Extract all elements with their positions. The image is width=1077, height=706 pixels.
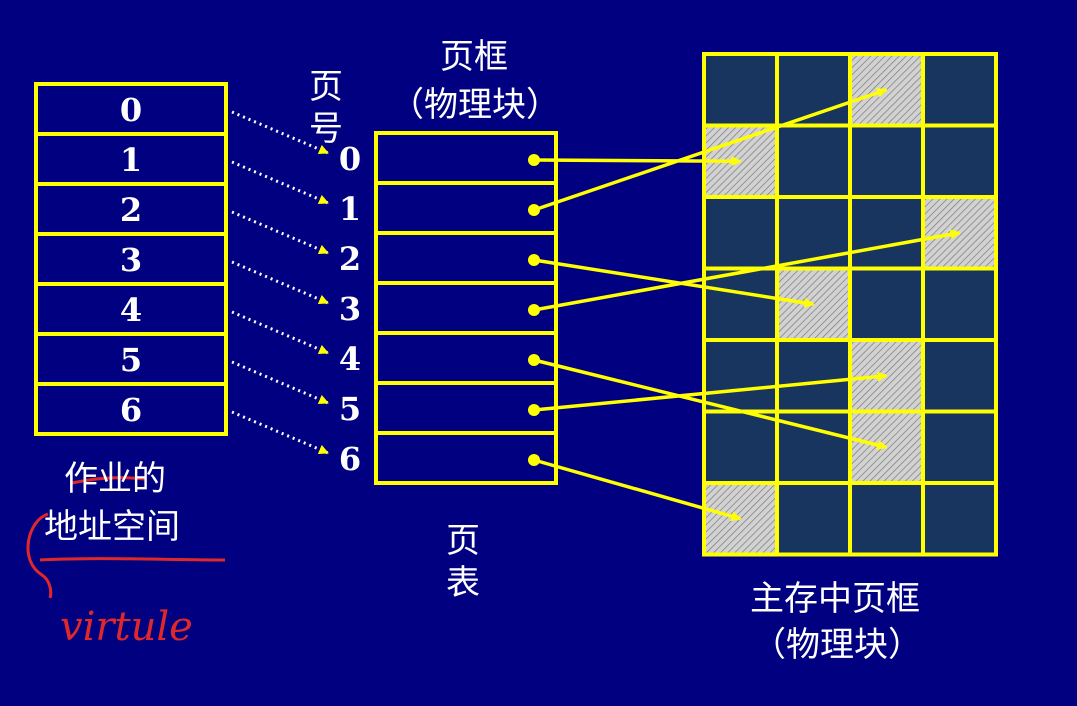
page-table-index: 2 [339, 240, 361, 278]
bracket-stroke [26, 512, 53, 599]
memory-frame-free [921, 123, 998, 199]
frame-pointer-arrow [533, 87, 888, 212]
memory-frame-free [921, 481, 998, 557]
memory-frame-free [848, 266, 925, 342]
memory-frame-free [702, 338, 779, 414]
memory-frame-free [848, 195, 925, 271]
frame-mapping-arrows [533, 87, 961, 522]
page-number-arrow [231, 410, 329, 455]
memory-label-line2: （物理块） [752, 625, 922, 665]
page-number-arrow [231, 210, 329, 255]
memory-frame-free [921, 52, 998, 128]
page-table-index: 1 [339, 190, 361, 228]
job-page-number: 1 [120, 141, 142, 179]
job-page-number: 3 [120, 241, 142, 279]
page-table-index: 3 [339, 290, 361, 328]
frame-label-line1: 页框 [440, 37, 508, 77]
page-number-arrow [231, 160, 329, 205]
frame-pointer-arrow [533, 156, 742, 167]
job-space-label-line1: 作业的 [64, 459, 166, 499]
memory-frame-free [702, 195, 779, 271]
main-memory-grid [702, 52, 998, 557]
memory-frame-free [848, 481, 925, 557]
job-page-box [34, 382, 228, 436]
job-page-number: 0 [120, 91, 142, 129]
page-number-arrow [231, 360, 329, 405]
page-table-index: 0 [339, 140, 361, 178]
memory-label-line1: 主存中页框 [750, 579, 920, 619]
memory-frame-free [775, 338, 852, 414]
page-number-arrows [231, 110, 329, 455]
memory-frame-free [921, 338, 998, 414]
strike-stroke [71, 476, 146, 485]
page-number-label: 页号 [309, 67, 343, 149]
memory-frame-free [921, 409, 998, 485]
job-page-number: 2 [120, 191, 142, 229]
frame-pointer-arrow [533, 229, 961, 312]
handwritten-annotation: virtule [26, 476, 226, 650]
job-page-number: 4 [120, 291, 142, 329]
page-table-label: 页表 [446, 521, 480, 603]
frame-label-line2: （物理块） [390, 85, 560, 125]
memory-frame-free [702, 409, 779, 485]
job-page-number: 6 [120, 391, 142, 429]
underline-stroke [39, 557, 226, 562]
page-number-arrow [231, 260, 329, 305]
page-table-index: 5 [339, 390, 361, 428]
page-table-index: 6 [339, 440, 361, 478]
memory-frame-free [775, 123, 852, 199]
frame-pointer-arrow [533, 371, 888, 412]
job-page-number: 5 [120, 341, 142, 379]
frame-pointer-arrow [533, 358, 888, 450]
memory-frame-free [702, 266, 779, 342]
job-space-label-line2: 地址空间 [44, 507, 180, 547]
memory-frame-free [921, 266, 998, 342]
page-number-arrow [231, 310, 329, 355]
page-table-index: 4 [339, 340, 361, 378]
frame-pointer-arrow [533, 458, 742, 522]
memory-frame-free [848, 123, 925, 199]
memory-frame-free [775, 481, 852, 557]
page-table: 0 1 2 3 4 5 6 [339, 131, 558, 485]
job-address-space: 0 1 2 3 4 5 6 [34, 82, 228, 436]
page-table-entry [374, 431, 558, 485]
memory-frame-used [702, 481, 779, 557]
handwritten-word: virtule [60, 604, 193, 650]
frame-pointer-arrow [533, 258, 815, 308]
memory-frame-free [702, 52, 779, 128]
